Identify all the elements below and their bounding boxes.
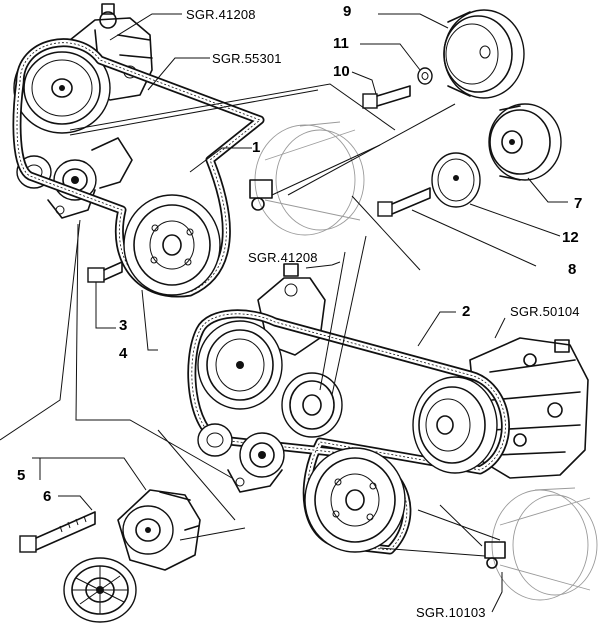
callout-10: 10 xyxy=(333,63,350,80)
callout-9: 9 xyxy=(343,3,351,20)
pulley-9 xyxy=(443,9,525,99)
callout-6: 6 xyxy=(43,488,51,505)
callout-3: 3 xyxy=(119,317,127,334)
ref-label-alternator: SGR.10103 xyxy=(416,605,486,620)
tensioner-bolt-6 xyxy=(19,511,96,553)
bolt-8 xyxy=(377,187,431,217)
callout-11: 11 xyxy=(333,35,349,52)
top-alternator-faint xyxy=(249,121,365,236)
callout-5: 5 xyxy=(17,467,25,484)
idler-pulley-7 xyxy=(488,103,562,181)
ref-label-mid-pump: SGR.41208 xyxy=(248,250,318,265)
callout-12: 12 xyxy=(562,229,579,246)
callout-1: 1 xyxy=(252,139,260,156)
ref-label-top-pump: SGR.41208 xyxy=(186,7,256,22)
top-pump-pulley xyxy=(13,42,111,134)
compressor-pulley xyxy=(412,376,498,474)
ref-label-compressor: SGR.50104 xyxy=(510,304,580,319)
cover-12 xyxy=(431,152,481,208)
mid-crank-pulley xyxy=(304,447,406,553)
bolt-10 xyxy=(362,85,411,109)
tensioner-pulley xyxy=(63,557,137,623)
callout-8: 8 xyxy=(568,261,576,278)
callout-4: 4 xyxy=(119,345,128,362)
top-bolt-3 xyxy=(87,261,123,283)
mid-small-pulleys xyxy=(197,423,285,493)
washer-11 xyxy=(417,67,433,85)
leader-lines xyxy=(0,13,568,613)
callout-2: 2 xyxy=(462,303,470,320)
top-crank-pulley xyxy=(123,194,221,296)
mid-pump-pulley xyxy=(197,320,283,410)
tensioner-assembly-5 xyxy=(117,489,201,571)
ref-label-top-tensioner: SGR.55301 xyxy=(212,51,282,66)
callout-7: 7 xyxy=(574,195,582,212)
mid-idler-pulley xyxy=(281,372,343,438)
bottom-alternator-faint xyxy=(484,487,598,601)
